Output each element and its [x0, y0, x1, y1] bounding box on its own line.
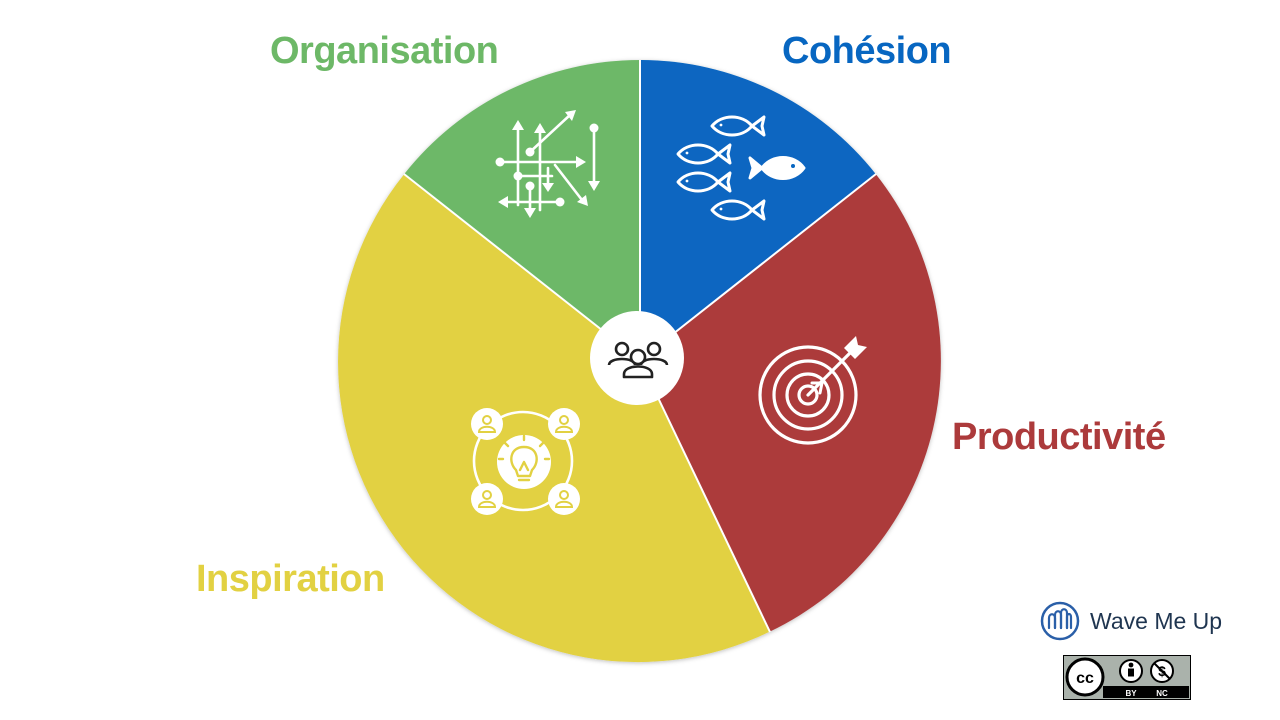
label-cohesion: Cohésion — [782, 30, 952, 72]
label-productivite: Productivité — [952, 416, 1166, 458]
cc-text: cc — [1076, 670, 1094, 687]
fish-school-icon — [676, 115, 806, 221]
brand: Wave Me Up — [1040, 600, 1240, 642]
segment-cohesion — [640, 59, 876, 360]
idea-people-icon — [471, 408, 580, 515]
wave-logo-icon — [1040, 601, 1080, 641]
label-inspiration: Inspiration — [196, 558, 385, 600]
network-arrows-icon — [495, 110, 600, 218]
segment-dividers — [403, 60, 877, 633]
segment-organisation — [404, 59, 640, 360]
segment-productivite — [640, 174, 941, 632]
by-text: BY — [1125, 689, 1137, 698]
target-arrow-icon — [758, 336, 867, 445]
label-organisation: Organisation — [270, 30, 499, 72]
team-icon — [607, 341, 669, 379]
nc-text: NC — [1156, 689, 1168, 698]
cc-by-nc-icon: cc $ BY NC — [1063, 655, 1191, 700]
brand-name: Wave Me Up — [1090, 607, 1223, 634]
